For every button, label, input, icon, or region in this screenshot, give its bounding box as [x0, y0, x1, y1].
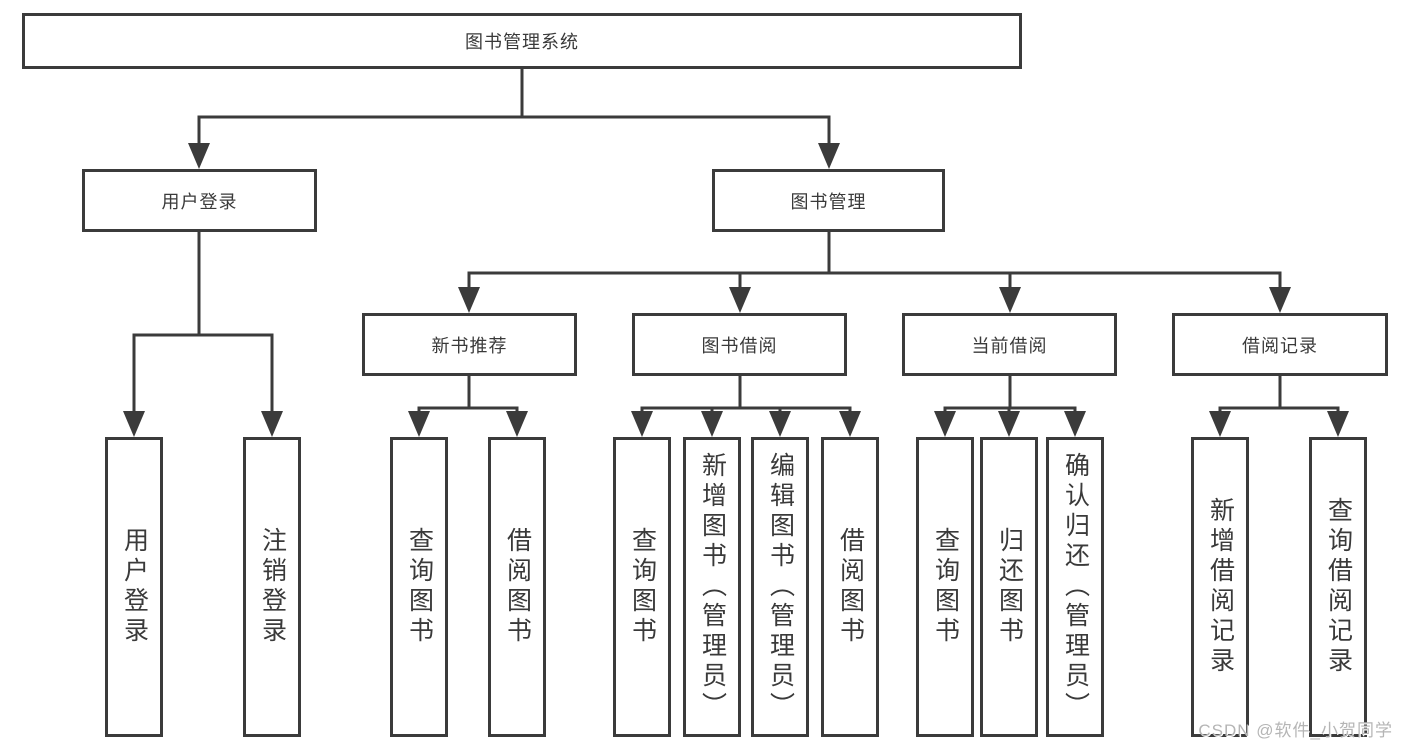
leaf-records-add-record: 新增借阅记录: [1191, 437, 1249, 737]
leaf-borrow-add-books-admin: 新增图书（管理员）: [683, 437, 741, 737]
leaf-borrow-edit-books-admin: 编辑图书（管理员）: [751, 437, 809, 737]
leaf-borrow-query-books-label: 查询图书: [628, 527, 657, 647]
leaf-current-return-books: 归还图书: [980, 437, 1038, 737]
node-borrowing-records-label: 借阅记录: [1242, 335, 1318, 356]
node-new-book-recommend-label: 新书推荐: [431, 335, 508, 356]
node-current-borrowing: 当前借阅: [902, 313, 1117, 376]
leaf-newbook-borrow-books-label: 借阅图书: [503, 527, 532, 647]
node-root-system-label: 图书管理系统: [465, 32, 579, 52]
leaf-borrow-query-books: 查询图书: [613, 437, 671, 737]
leaf-current-return-books-label: 归还图书: [995, 527, 1024, 647]
node-new-book-recommend: 新书推荐: [362, 313, 577, 376]
leaf-current-query-books: 查询图书: [916, 437, 974, 737]
node-book-management-label: 图书管理: [790, 191, 867, 212]
leaf-borrow-borrow-books: 借阅图书: [821, 437, 879, 737]
node-current-borrowing-label: 当前借阅: [971, 335, 1048, 356]
leaf-records-query-record-label: 查询借阅记录: [1324, 497, 1353, 677]
leaf-current-confirm-return-admin-label: 确认归还（管理员）: [1061, 452, 1090, 722]
node-borrowing-records: 借阅记录: [1172, 313, 1388, 376]
node-book-borrowing-label: 图书借阅: [701, 335, 778, 356]
leaf-current-confirm-return-admin: 确认归还（管理员）: [1046, 437, 1104, 737]
leaf-logout: 注销登录: [243, 437, 301, 737]
leaf-borrow-edit-books-admin-label: 编辑图书（管理员）: [766, 452, 795, 722]
leaf-user-login-label: 用户登录: [120, 527, 149, 647]
node-root-system: 图书管理系统: [22, 13, 1022, 69]
leaf-user-login: 用户登录: [105, 437, 163, 737]
leaf-newbook-borrow-books: 借阅图书: [488, 437, 546, 737]
node-book-management: 图书管理: [712, 169, 945, 232]
node-user-login: 用户登录: [82, 169, 317, 232]
leaf-current-query-books-label: 查询图书: [931, 527, 960, 647]
leaf-records-add-record-label: 新增借阅记录: [1206, 497, 1235, 677]
leaf-newbook-query-books: 查询图书: [390, 437, 448, 737]
node-user-login-label: 用户登录: [161, 191, 238, 212]
leaf-borrow-add-books-admin-label: 新增图书（管理员）: [698, 452, 727, 722]
leaf-logout-label: 注销登录: [258, 527, 287, 647]
csdn-watermark: CSDN @软件_小贺同学: [1198, 721, 1393, 740]
leaf-borrow-borrow-books-label: 借阅图书: [836, 527, 865, 647]
node-book-borrowing: 图书借阅: [632, 313, 847, 376]
leaf-records-query-record: 查询借阅记录: [1309, 437, 1367, 737]
leaf-newbook-query-books-label: 查询图书: [405, 527, 434, 647]
